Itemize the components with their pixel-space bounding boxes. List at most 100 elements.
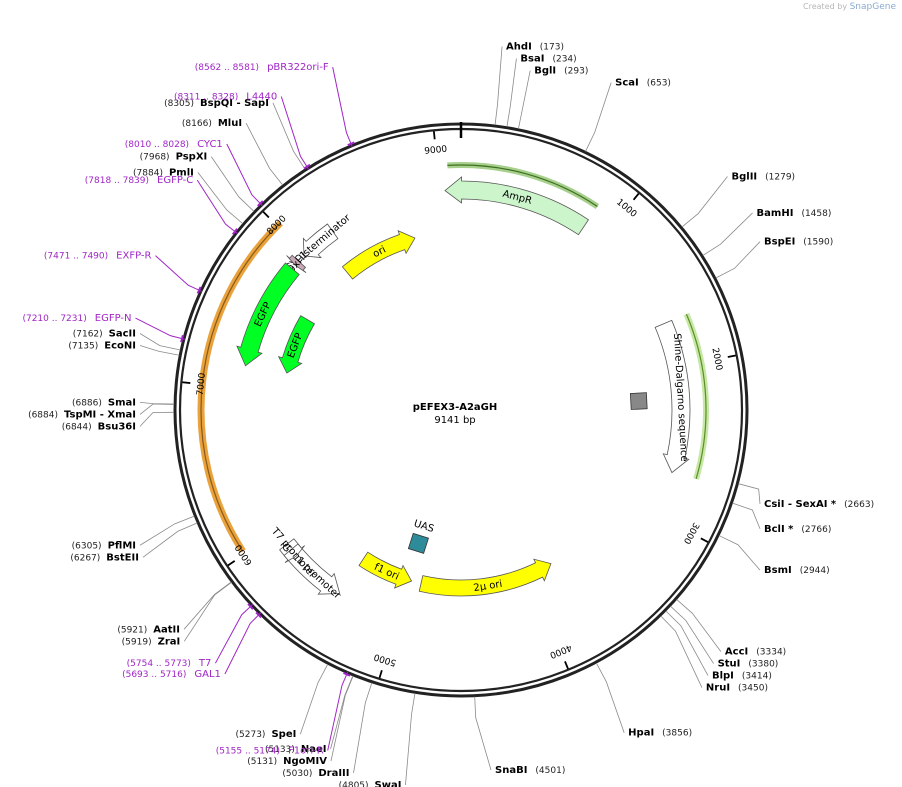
site-leader: [183, 581, 232, 630]
egfp-region-band-core: [200, 222, 281, 552]
feature-shape: [654, 319, 691, 474]
tick-label: 9000: [424, 145, 448, 157]
site-hpai[interactable]: HpaI(3856): [596, 662, 692, 739]
site-snabi[interactable]: SnaBI(4501): [474, 696, 566, 776]
site-name: NruI: [706, 683, 730, 694]
site-naei[interactable]: NaeI(5133): [265, 675, 354, 755]
site-leader: [272, 102, 306, 170]
site-draiii[interactable]: DraIII(5030): [282, 682, 373, 779]
site-tspmi[interactable]: TspMI - XmaI(6884): [28, 403, 175, 420]
primer-t7[interactable]: T7(5754 .. 5773): [127, 603, 254, 669]
primer-cyc1[interactable]: CYC1(8010 .. 8028): [125, 139, 264, 207]
site-stui[interactable]: StuI(3380): [670, 605, 779, 670]
primer-group: pBR322ori-F(8562 .. 8581)L4440(8311 .. 8…: [22, 62, 355, 757]
site-position: (8166): [182, 119, 212, 129]
feature-shine[interactable]: Shine-Dalgarno sequence: [654, 319, 691, 474]
site-econi[interactable]: EcoNI(7135): [68, 341, 180, 356]
feature-t7[interactable]: T7 promoter: [268, 525, 318, 581]
site-position: (5921): [117, 625, 147, 635]
site-aatii[interactable]: AatII(5921): [117, 581, 232, 635]
feature-label: ori: [371, 244, 388, 260]
site-bglii[interactable]: BglII(1279): [681, 172, 795, 228]
site-position: (653): [647, 79, 671, 89]
site-bsu36i[interactable]: Bsu36I(6844): [62, 411, 175, 432]
site-position: (6267): [70, 553, 100, 563]
primer-name: GAL1: [194, 669, 221, 680]
site-position: (3450): [738, 684, 768, 694]
primer-name: EXFP-R: [116, 251, 151, 262]
feature-label: 2µ ori: [473, 579, 503, 594]
shine-dalgarno-band-core: [685, 313, 707, 480]
tick-mark: [700, 537, 709, 543]
site-leader: [139, 403, 175, 415]
site-leader: [197, 172, 244, 224]
tick-label: 2000: [709, 347, 723, 372]
site-bgli[interactable]: BglI(293): [518, 66, 588, 129]
site-bsai[interactable]: BsaI(234): [506, 54, 577, 127]
feature-shape: [444, 176, 590, 236]
site-name: TspMI - XmaI: [64, 409, 136, 420]
site-position: (3856): [662, 729, 692, 739]
site-pflmi[interactable]: PflMI(6305): [72, 515, 195, 551]
site-leader: [596, 662, 625, 733]
primer-pbr322ori-f[interactable]: pBR322ori-F(8562 .. 8581): [195, 62, 355, 147]
site-name: MluI: [218, 118, 242, 129]
primer-egfp-n[interactable]: EGFP-N(7210 .. 7231): [22, 313, 186, 343]
site-position: (173): [540, 43, 564, 53]
primer-leader: [135, 317, 186, 340]
site-name: BglI: [534, 66, 556, 77]
feature-egfp1[interactable]: EGFP: [236, 262, 300, 367]
feature-f1ori[interactable]: f1 ori: [358, 551, 413, 589]
feature-shape: [358, 551, 413, 589]
site-bcli[interactable]: BclI *(2766): [732, 502, 831, 535]
site-name: SmaI: [108, 397, 136, 408]
site-mlui[interactable]: MluI (8166): [182, 118, 284, 186]
site-pspxi[interactable]: PspXI(7968): [140, 152, 255, 212]
site-name: BstEII: [106, 552, 139, 563]
site-smai[interactable]: SmaI(6886): [72, 397, 175, 408]
site-name: BsmI: [764, 565, 792, 576]
site-acci[interactable]: AccI(3334): [676, 599, 787, 658]
site-csii[interactable]: CsiI - SexAI *(2663): [738, 483, 874, 510]
feature-ampr[interactable]: AmpR: [444, 176, 590, 236]
primer-exfp-r[interactable]: EXFP-R(7471 .. 7490): [44, 251, 203, 294]
site-position: (1279): [765, 173, 795, 183]
site-pmli[interactable]: PmlI(7884): [133, 167, 244, 224]
site-position: (3334): [756, 648, 786, 658]
site-ngomiv[interactable]: NgoMIV(5131): [247, 675, 354, 767]
site-blpi[interactable]: BlpI(3414): [665, 610, 772, 682]
site-leader: [139, 411, 175, 427]
primer-egfp-c[interactable]: EGFP-C(7818 .. 7839): [85, 175, 238, 235]
feature-shape: [236, 262, 300, 367]
primer-f1ori-r[interactable]: F1ori-R(5155 .. 5174): [216, 671, 351, 757]
site-spei[interactable]: SpeI(5273): [236, 664, 329, 740]
tick-label: 7000: [196, 372, 208, 396]
site-leader: [139, 515, 195, 546]
site-nrui[interactable]: NruI (3450): [660, 615, 768, 694]
ampr-band-core: [447, 164, 598, 207]
feature-ori[interactable]: ori: [341, 229, 416, 280]
feature-2mu[interactable]: 2µ ori: [418, 558, 552, 597]
site-bamhi[interactable]: BamHI(1458): [702, 208, 832, 256]
site-ahdi[interactable]: AhdI(173): [494, 42, 564, 126]
site-bsteii[interactable]: BstEII (6267): [70, 522, 198, 563]
site-zrai[interactable]: ZraI(5919): [122, 581, 232, 647]
site-bspei[interactable]: BspEI(1590): [715, 237, 833, 279]
site-bsmi[interactable]: BsmI(2944): [718, 535, 830, 577]
primer-gal1[interactable]: GAL1(5693 .. 5716): [122, 611, 262, 680]
feature-egfp2[interactable]: EGFP: [277, 315, 316, 374]
site-swai[interactable]: SwaI(4805): [339, 693, 416, 787]
credit-text: Created by: [803, 2, 848, 11]
site-position: (1590): [803, 238, 833, 248]
site-bspqi[interactable]: BspQI - SapI(8305): [164, 98, 306, 170]
site-sacii[interactable]: SacII(7162): [73, 329, 181, 351]
site-scai[interactable]: ScaI(653): [585, 78, 671, 152]
site-name: SwaI: [375, 780, 402, 787]
feature-sd[interactable]: [629, 392, 648, 410]
tick-label: 3000: [681, 520, 701, 545]
feature-uas[interactable]: UAS: [407, 518, 435, 554]
tick-mark: [632, 193, 640, 201]
primer-l4440[interactable]: L4440(8311 .. 8328): [174, 92, 311, 170]
site-leader: [183, 581, 232, 642]
